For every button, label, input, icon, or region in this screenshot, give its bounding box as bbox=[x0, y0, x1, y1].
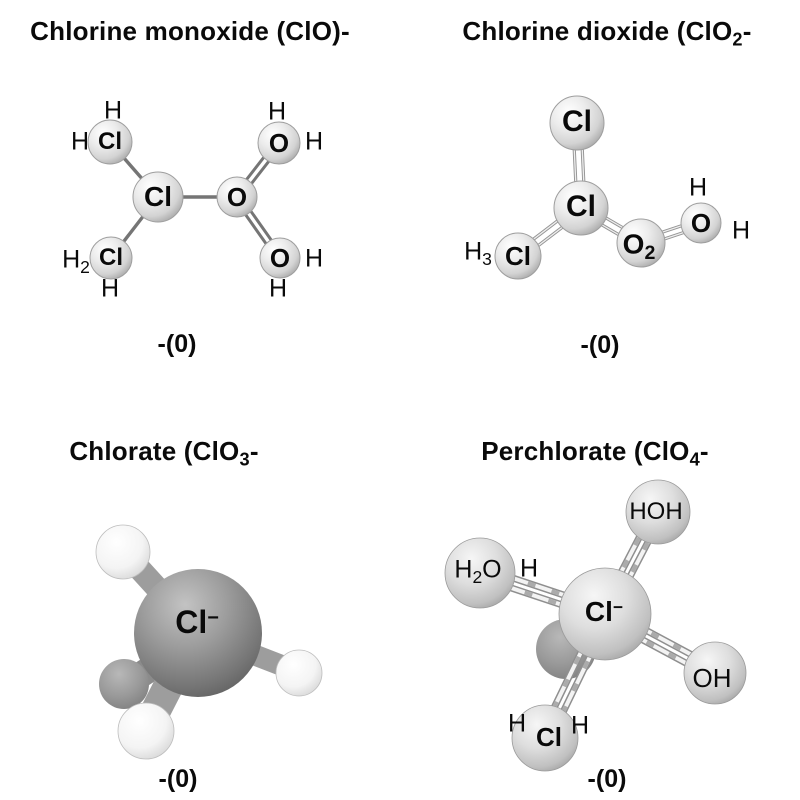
p1-ball-o-topright bbox=[257, 121, 301, 165]
p4-h-label-cl-left: H bbox=[507, 709, 527, 738]
p1-caption: -(0) bbox=[157, 330, 197, 358]
p3-ball-hidden bbox=[99, 659, 149, 709]
p1-ball-cl-topleft bbox=[87, 119, 133, 165]
p2-h3-label: H3 bbox=[464, 237, 492, 269]
p4-hoh-label: HOH bbox=[629, 498, 683, 525]
p3-ball-h-upleft bbox=[95, 524, 151, 580]
p4-h-label-left-arm: H bbox=[519, 554, 539, 583]
p1-atom-label-cl-topleft: Cl bbox=[98, 128, 122, 155]
p4-model bbox=[444, 479, 747, 772]
p4-ball-h2o bbox=[444, 537, 516, 609]
p1-atom-label-cl-center: Cl bbox=[144, 181, 172, 212]
p1-h-label-tl-left: H bbox=[70, 127, 90, 156]
p4-ball-cl bbox=[511, 704, 579, 772]
p2-bonds-core bbox=[514, 122, 703, 260]
p2-atoms bbox=[494, 95, 722, 280]
p2-atom-label-o-right: O bbox=[690, 208, 712, 238]
p1-ball-o-center bbox=[216, 176, 258, 218]
p2-h-label-top: H bbox=[688, 173, 708, 202]
p4-ball-central bbox=[558, 567, 652, 661]
p4-central-label: Cl− bbox=[584, 596, 624, 627]
p1-atom-label-o-topright: O bbox=[268, 128, 290, 158]
p1-h-label-tr-right: H bbox=[304, 127, 324, 156]
p3-ball-h-bottom bbox=[117, 702, 175, 760]
p3-ball-central bbox=[134, 569, 262, 697]
p2-atom-label-cl-top: Cl bbox=[562, 105, 592, 138]
p2-atom-label-cl-botleft: Cl bbox=[505, 241, 531, 271]
p2-title: Chlorine dioxide (ClO2- bbox=[462, 16, 752, 50]
p1-h-label-bl-bottom: H bbox=[100, 274, 120, 303]
p2-h-label-right: H bbox=[731, 216, 751, 245]
p2-ball-cl-top bbox=[549, 95, 605, 151]
p3-title: Chlorate (ClO3- bbox=[69, 436, 259, 470]
p1-h2-label: H2 bbox=[62, 245, 90, 277]
p1-atom-label-o-center: O bbox=[226, 182, 248, 212]
p4-h-label-cl-right: H bbox=[570, 711, 590, 740]
p4-oh-label: OH bbox=[692, 663, 732, 693]
p1-atoms bbox=[87, 119, 301, 280]
p4-cl-label: Cl bbox=[536, 722, 562, 752]
p1-h-label-tr-top: H bbox=[267, 97, 287, 126]
p1-h-label-br-bottom: H bbox=[268, 274, 288, 303]
p1-h-label-tl-top: H bbox=[103, 96, 123, 125]
p2-bonds-double bbox=[513, 121, 704, 261]
p4-ball-oh bbox=[683, 641, 747, 705]
p1-ball-o-botright bbox=[259, 237, 301, 279]
p1-atom-label-o-botright: O bbox=[269, 243, 291, 273]
p2-ball-o-right bbox=[680, 202, 722, 244]
p1-title: Chlorine monoxide (ClO)- bbox=[30, 16, 350, 46]
p4-title: Perchlorate (ClO4- bbox=[481, 436, 709, 470]
p3-ball-h-right bbox=[275, 649, 323, 697]
p1-atom-label-cl-botleft: Cl bbox=[99, 244, 123, 271]
p1-ball-cl-botleft bbox=[89, 236, 133, 280]
p2-caption: -(0) bbox=[580, 331, 620, 359]
p3-model bbox=[95, 524, 323, 760]
p2-ball-cl-center bbox=[553, 180, 609, 236]
p4-h2o-label: H2O bbox=[454, 555, 502, 587]
p4-caption: -(0) bbox=[587, 765, 627, 793]
p2-ball-o2 bbox=[616, 218, 666, 268]
p1-ball-cl-center bbox=[132, 171, 184, 223]
p2-atom-label-o2: O2 bbox=[622, 228, 656, 265]
p1-h-label-br-right: H bbox=[304, 244, 324, 273]
p3-central-label: Cl− bbox=[175, 604, 219, 640]
p2-ball-cl-botleft bbox=[494, 232, 542, 280]
p4-ball-hoh bbox=[625, 479, 691, 545]
p2-atom-label-cl-center: Cl bbox=[566, 190, 596, 223]
p3-caption: -(0) bbox=[158, 765, 198, 793]
